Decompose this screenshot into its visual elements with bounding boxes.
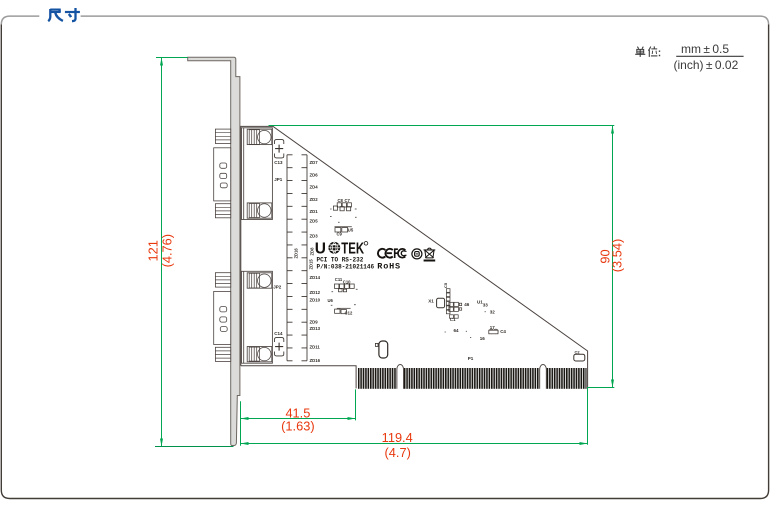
svg-text:ZD12: ZD12 <box>310 290 321 295</box>
svg-text:C4: C4 <box>500 329 506 334</box>
svg-text:33: 33 <box>483 302 489 307</box>
svg-text:C5: C5 <box>443 282 448 288</box>
svg-text:32: 32 <box>490 309 496 314</box>
svg-text:ZD5: ZD5 <box>310 219 319 224</box>
svg-text:RoHS: RoHS <box>377 262 401 272</box>
svg-text:mm ± 0.5: mm ± 0.5 <box>681 42 729 56</box>
svg-text:(4.76): (4.76) <box>159 234 174 267</box>
svg-text:16: 16 <box>480 336 486 341</box>
svg-text:(inch) ± 0.02: (inch) ± 0.02 <box>674 58 739 72</box>
svg-text:ZD7: ZD7 <box>310 160 319 165</box>
svg-text:U5: U5 <box>348 227 354 232</box>
svg-text:X1: X1 <box>428 299 434 304</box>
svg-text:U6: U6 <box>328 298 334 303</box>
svg-text:C7: C7 <box>345 198 351 203</box>
svg-text:ZD10: ZD10 <box>310 298 321 303</box>
svg-text:64: 64 <box>454 328 460 333</box>
svg-text:46: 46 <box>464 302 470 307</box>
svg-text:ZD16: ZD16 <box>310 358 321 363</box>
svg-text:C1: C1 <box>450 317 456 322</box>
svg-text:ZD15: ZD15 <box>309 259 314 270</box>
svg-text:(4.7): (4.7) <box>385 445 411 460</box>
svg-text:JP1: JP1 <box>274 177 283 182</box>
svg-text:P1: P1 <box>468 356 474 361</box>
svg-text:U: U <box>315 241 326 258</box>
svg-text:ZD6: ZD6 <box>310 173 319 178</box>
svg-text:ZD9: ZD9 <box>310 320 319 325</box>
svg-text:C8: C8 <box>338 198 344 203</box>
svg-text:C12: C12 <box>345 310 353 315</box>
svg-text:ZD4: ZD4 <box>310 185 319 190</box>
svg-text:TEK: TEK <box>341 241 364 258</box>
svg-text:C9: C9 <box>337 231 343 236</box>
svg-text:PCI TO RS-232: PCI TO RS-232 <box>317 257 364 264</box>
svg-text:121: 121 <box>146 240 161 261</box>
svg-text:ZD8: ZD8 <box>310 247 315 256</box>
svg-text:P/N:038-21021146: P/N:038-21021146 <box>317 264 375 271</box>
svg-text:C10: C10 <box>343 279 351 284</box>
svg-text:ZD2: ZD2 <box>310 197 319 202</box>
svg-text:ZD16: ZD16 <box>294 248 299 259</box>
svg-text:119.4: 119.4 <box>382 430 413 445</box>
svg-text:ZD1: ZD1 <box>310 209 319 214</box>
svg-text:C2: C2 <box>575 350 581 355</box>
svg-text:ZD13: ZD13 <box>310 326 321 331</box>
svg-text:C11: C11 <box>335 277 343 282</box>
svg-text:C13: C13 <box>274 160 283 165</box>
svg-text:(1.63): (1.63) <box>281 419 314 434</box>
svg-text:41.5: 41.5 <box>285 406 310 421</box>
svg-text:JP2: JP2 <box>273 285 282 290</box>
svg-text:ZD3: ZD3 <box>310 234 319 239</box>
svg-text:90: 90 <box>598 249 613 263</box>
svg-text:U1: U1 <box>477 300 483 305</box>
svg-text:C14: C14 <box>274 331 283 336</box>
svg-text:ZD11: ZD11 <box>310 345 321 350</box>
svg-text:(3.54): (3.54) <box>610 239 625 272</box>
svg-text:17: 17 <box>490 325 496 330</box>
svg-text:ZD14: ZD14 <box>310 275 321 280</box>
